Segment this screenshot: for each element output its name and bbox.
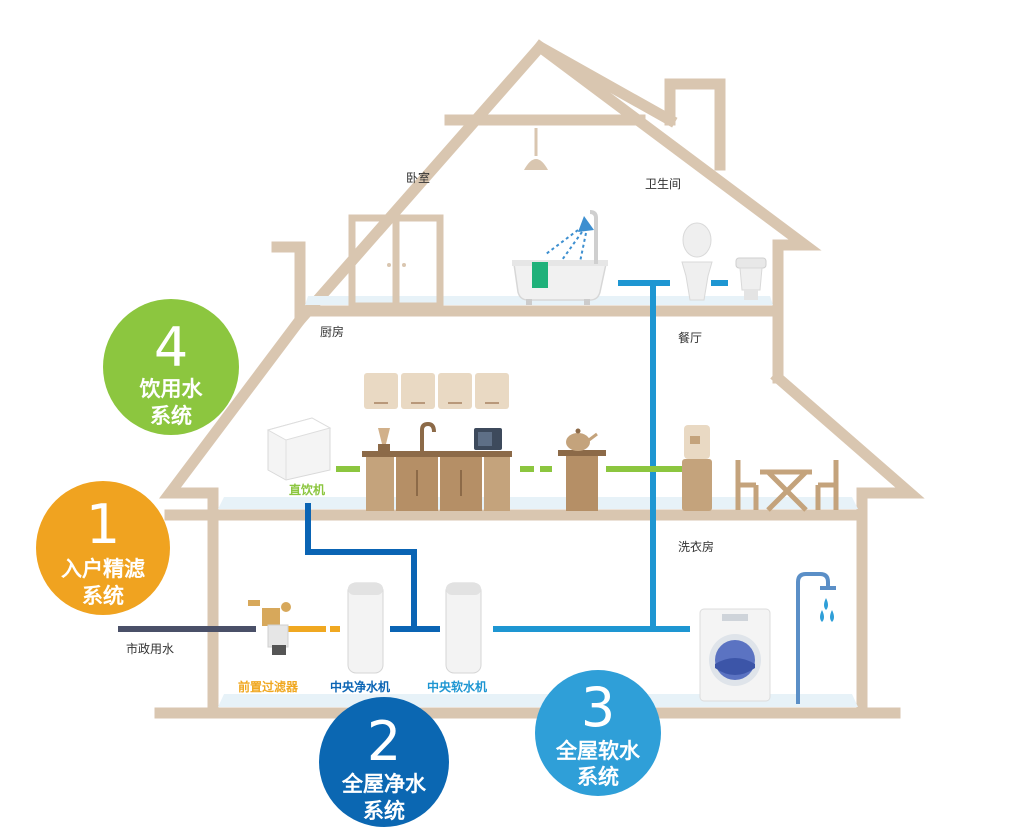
- system-title: 全屋净水: [341, 772, 427, 796]
- prefilter-icon: [248, 600, 291, 655]
- chimney: [664, 78, 726, 171]
- kettle-icon: [566, 428, 598, 451]
- wardrobe-icon: [348, 214, 444, 310]
- system-suffix: 系统: [82, 584, 124, 608]
- system-number: 1: [86, 493, 120, 556]
- kitchen-counter-icon: [362, 451, 512, 511]
- washing-machine-icon: [699, 608, 771, 702]
- system-suffix: 系统: [363, 799, 405, 823]
- system-number: 3: [581, 676, 615, 739]
- system-badge-3: 3 全屋软水 系统: [535, 670, 661, 796]
- system-suffix: 系统: [150, 404, 192, 428]
- system-badge-4: 4 饮用水 系统: [103, 299, 239, 435]
- room-label-kitchen: 厨房: [320, 324, 344, 339]
- room-label-bathroom: 卫生间: [645, 177, 681, 191]
- softener-pipe: [493, 280, 728, 632]
- shower-fixture-icon: [796, 572, 836, 704]
- label-central-purifier: 中央净水机: [330, 679, 390, 694]
- system-title: 入户精滤: [61, 557, 145, 581]
- house-structure: [154, 39, 925, 719]
- system-suffix: 系统: [577, 765, 619, 789]
- faucet-icon: [420, 421, 436, 451]
- dining-table-icon: [735, 460, 839, 512]
- central-softener-icon: [445, 582, 482, 674]
- mid-roof-left: [158, 312, 308, 716]
- label-municipal-water: 市政用水: [126, 641, 174, 656]
- room-label-dining: 餐厅: [678, 330, 702, 345]
- system-badge-2: 2 全屋净水 系统: [319, 697, 449, 827]
- water-dispenser-icon: [682, 425, 712, 511]
- wall-cabinets-icon: [364, 373, 509, 409]
- central-purifier-icon: [347, 582, 384, 674]
- system-number: 2: [367, 710, 401, 773]
- room-label-laundry: 洗衣房: [678, 539, 714, 554]
- shower-head-icon: [545, 216, 594, 263]
- washbasin-icon: [735, 257, 767, 300]
- mid-roof-right: [770, 370, 925, 716]
- system-badge-1: 1 入户精滤 系统: [36, 481, 170, 615]
- purifier-pipe: [305, 503, 440, 632]
- room-label-bedroom: 卧室: [406, 170, 430, 185]
- label-central-softener: 中央软水机: [427, 679, 487, 694]
- system-number: 4: [154, 316, 188, 379]
- label-direct-drinking: 直饮机: [289, 482, 325, 497]
- microwave-icon: [474, 428, 502, 450]
- side-table-icon: [558, 450, 606, 511]
- toilet-icon: [681, 222, 713, 301]
- bathtub-icon: [512, 210, 608, 305]
- ceiling-lamp-icon: [524, 128, 548, 170]
- direct-drinking-machine-icon: [266, 417, 332, 481]
- system-title: 全屋软水: [555, 739, 641, 763]
- roof-outline: [271, 40, 678, 335]
- label-prefilter: 前置过滤器: [238, 679, 299, 694]
- blender-icon: [378, 428, 390, 451]
- system-title: 饮用水: [139, 377, 204, 401]
